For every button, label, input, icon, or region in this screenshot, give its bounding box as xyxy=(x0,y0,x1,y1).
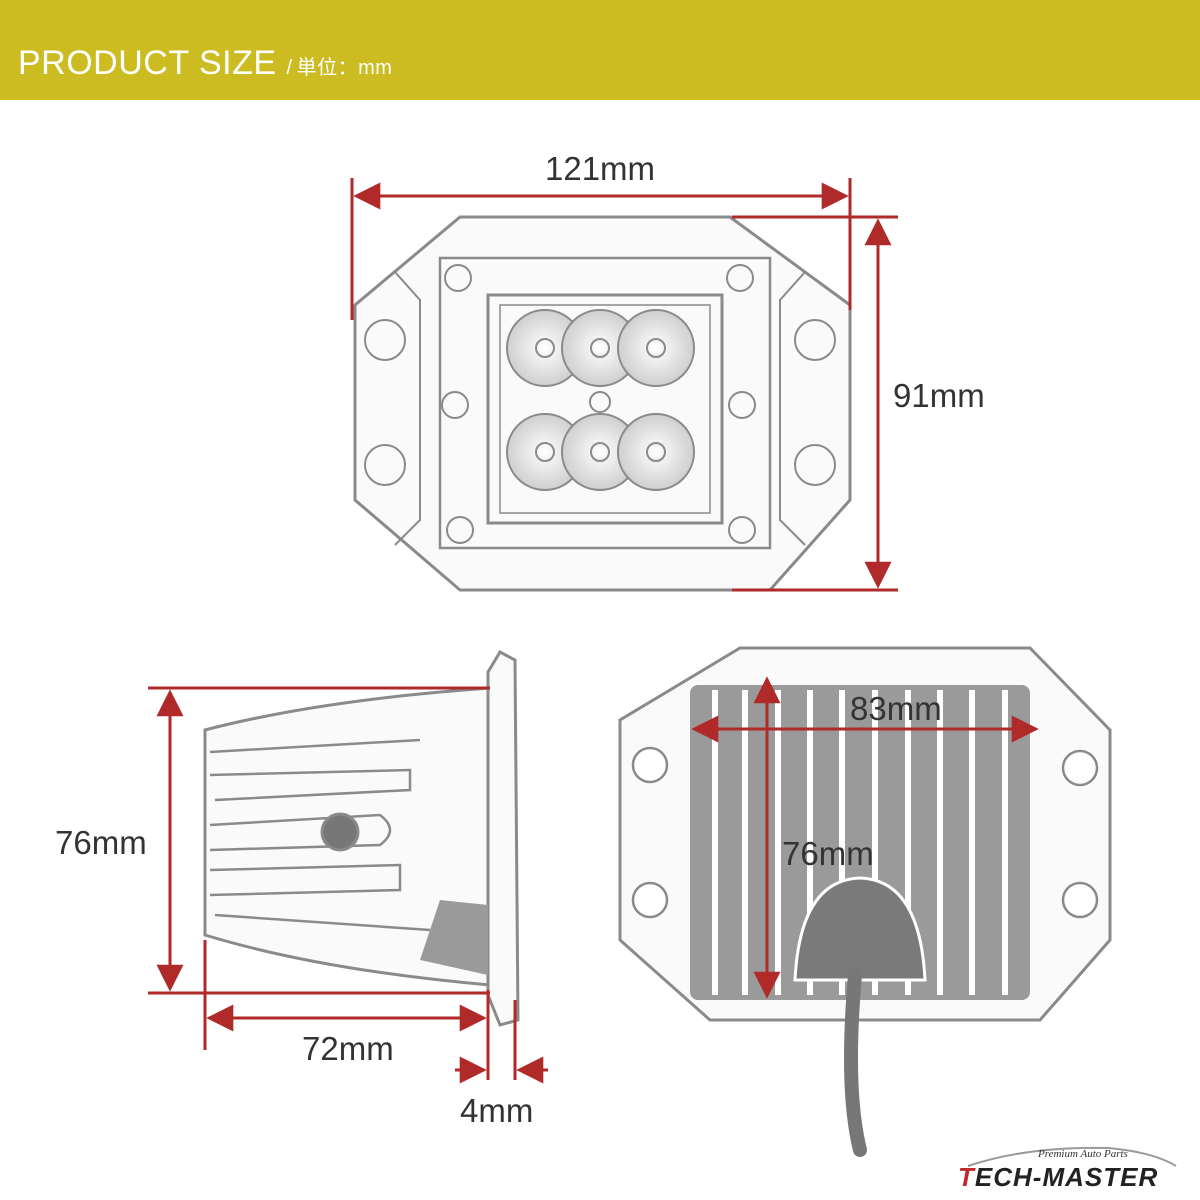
dim-side-depth: 72mm xyxy=(302,1030,394,1067)
title-text: PRODUCT SIZE xyxy=(18,44,277,82)
front-screws xyxy=(364,264,836,544)
side-shadow xyxy=(420,900,488,975)
mount-hole-icon xyxy=(631,746,669,784)
unit-label: 単位：mm xyxy=(296,57,393,79)
led-lens xyxy=(617,413,695,491)
front-view xyxy=(353,215,852,592)
dim-back-width: 83mm xyxy=(850,690,942,727)
mount-hole-icon xyxy=(631,881,669,919)
front-flange-outline xyxy=(353,215,852,592)
lens-window xyxy=(486,293,724,525)
screw-icon xyxy=(441,391,469,419)
dimension-lines xyxy=(148,178,1039,1084)
back-holes xyxy=(631,746,1099,919)
dim-flange-thickness: 4mm xyxy=(460,1092,534,1129)
header-bar: PRODUCT SIZE /単位：mm xyxy=(0,0,1200,100)
front-housing-outline xyxy=(438,256,772,550)
dim-side-height: 76mm xyxy=(55,824,147,861)
center-screw-icon xyxy=(589,391,611,413)
mount-hole-icon xyxy=(364,444,406,486)
mount-hole-icon xyxy=(794,444,836,486)
dim-front-height: 91mm xyxy=(893,377,985,414)
brand-logo: Premium Auto Parts TECH-MASTER xyxy=(938,1140,1188,1200)
left-ear xyxy=(394,271,421,546)
led-lens xyxy=(617,309,695,387)
lens-window-inner xyxy=(499,304,711,514)
led-lenses xyxy=(506,309,695,491)
logo-brand-first: T xyxy=(958,1162,975,1192)
screw-icon xyxy=(728,391,756,419)
logo-brand-rest: ECH-MASTER xyxy=(974,1162,1159,1192)
power-cable xyxy=(844,968,867,1157)
screw-icon xyxy=(728,516,756,544)
logo-tagline: Premium Auto Parts xyxy=(1038,1148,1128,1160)
side-view xyxy=(203,650,520,1027)
right-ear xyxy=(779,271,806,546)
logo-brand: TECH-MASTER xyxy=(958,1162,1158,1193)
dim-front-width: 121mm xyxy=(545,150,656,187)
title-separator: / xyxy=(286,57,293,79)
screw-icon xyxy=(446,516,474,544)
dim-back-height: 76mm xyxy=(782,835,874,872)
mount-hole-icon xyxy=(1061,881,1099,919)
page-title: PRODUCT SIZE /単位：mm xyxy=(18,44,392,83)
car-silhouette-icon xyxy=(967,1146,1177,1167)
mount-hole-icon xyxy=(364,319,406,361)
side-screw-icon xyxy=(320,812,360,852)
screw-icon xyxy=(444,264,472,292)
screw-icon xyxy=(726,264,754,292)
mount-hole-icon xyxy=(1061,749,1099,787)
side-flange xyxy=(486,650,520,1027)
mount-hole-icon xyxy=(794,319,836,361)
back-cable-boot xyxy=(793,876,927,982)
side-fins xyxy=(209,738,431,932)
